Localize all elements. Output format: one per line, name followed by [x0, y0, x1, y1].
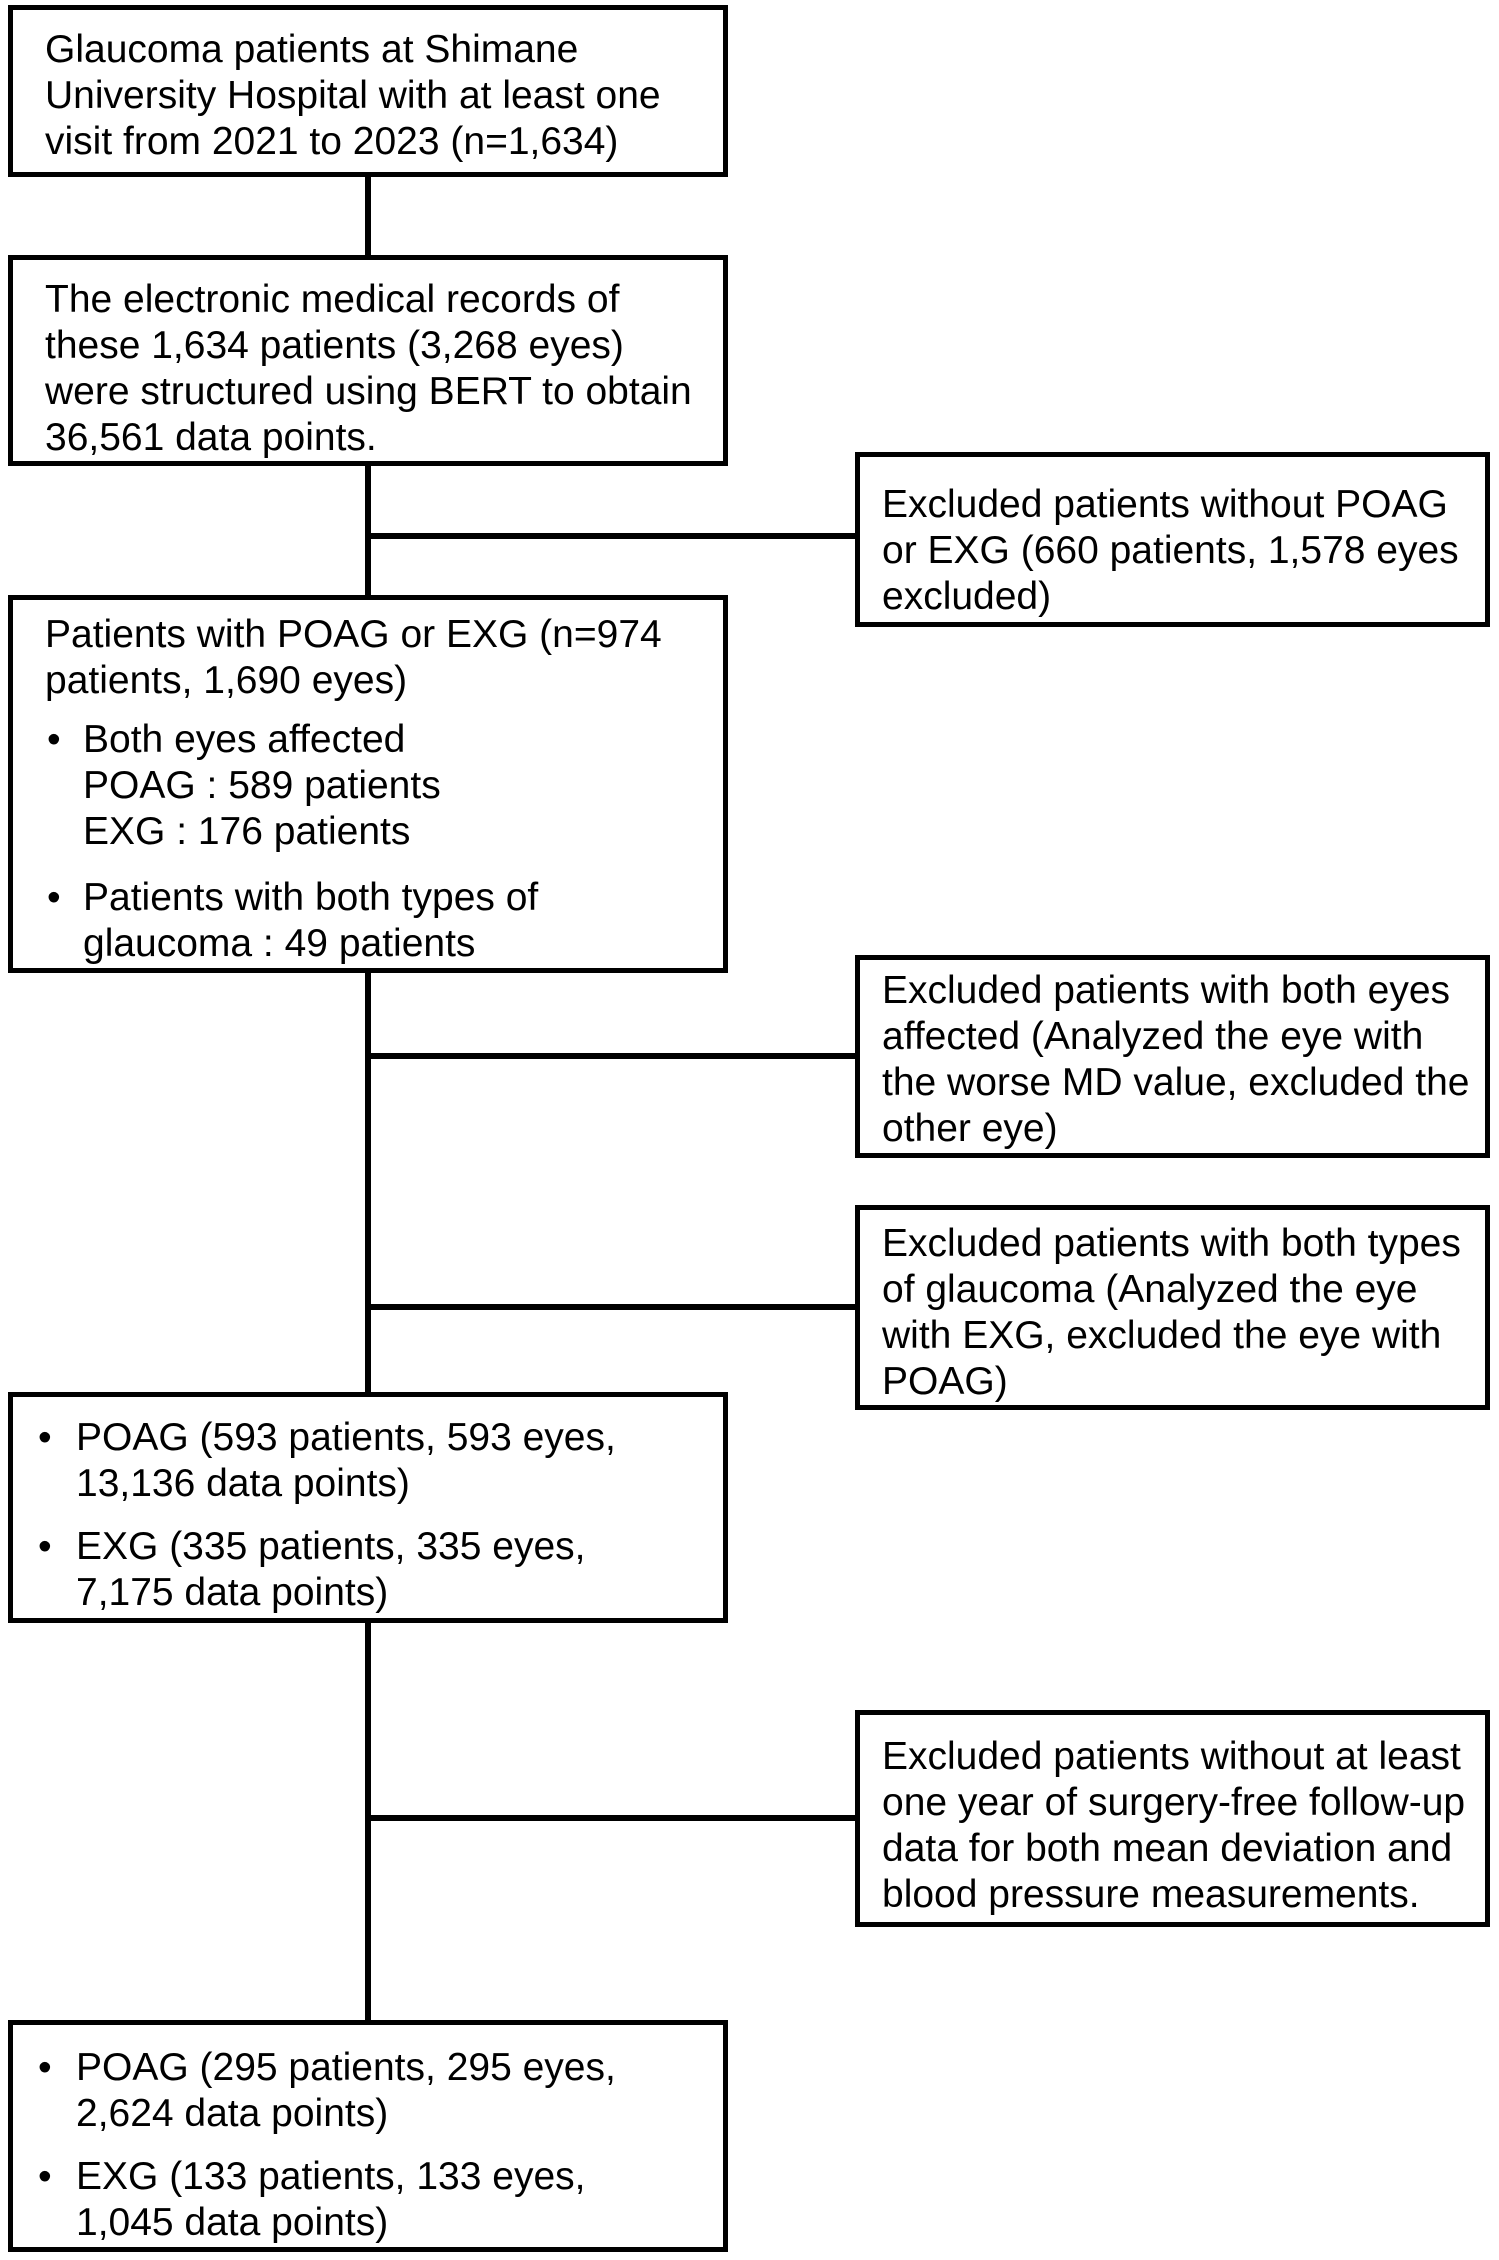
exclusion-2-text: Excluded patients with both eyes affecte…: [882, 969, 1470, 1150]
branch-line-exclusion-2: [365, 1053, 857, 1059]
connector-main-segment-2: [365, 464, 371, 598]
list-item: • Patients with both types of glaucoma :…: [47, 875, 703, 967]
poag-final-text: POAG (295 patients, 295 eyes, 2,624 data…: [76, 2046, 616, 2135]
list-item: • EXG (335 patients, 335 eyes, 7,175 dat…: [38, 1524, 703, 1616]
exclusion-1-text: Excluded patients without POAG or EXG (6…: [882, 483, 1459, 618]
bullet-icon: •: [38, 2155, 52, 2198]
exg-final-text: EXG (133 patients, 133 eyes, 1,045 data …: [76, 2155, 586, 2244]
exclusion-box-insufficient-followup: Excluded patients without at least one y…: [855, 1710, 1490, 1927]
branch-line-exclusion-3: [365, 1304, 857, 1310]
exclusion-box-non-poag-exg: Excluded patients without POAG or EXG (6…: [855, 452, 1490, 627]
bullet-icon: •: [47, 876, 61, 919]
list-item: • POAG (593 patients, 593 eyes, 13,136 d…: [38, 1415, 703, 1507]
flow-box-eligible-eyes: • POAG (593 patients, 593 eyes, 13,136 d…: [8, 1392, 728, 1623]
branch-line-exclusion-4: [365, 1815, 857, 1821]
bullet-icon: •: [38, 2046, 52, 2089]
poag-eligible-text: POAG (593 patients, 593 eyes, 13,136 dat…: [76, 1416, 616, 1505]
both-types-text: Patients with both types of glaucoma : 4…: [83, 876, 539, 965]
list-item: • POAG (295 patients, 295 eyes, 2,624 da…: [38, 2045, 703, 2137]
exclusion-box-both-glaucoma-types: Excluded patients with both types of gla…: [855, 1205, 1490, 1410]
flow-box-initial-cohort: Glaucoma patients at Shimane University …: [8, 5, 728, 177]
list-item: • EXG (133 patients, 133 eyes, 1,045 dat…: [38, 2154, 703, 2246]
exclusion-box-both-eyes-affected: Excluded patients with both eyes affecte…: [855, 955, 1490, 1158]
final-cohort-bullet-list: • POAG (295 patients, 295 eyes, 2,624 da…: [38, 2045, 703, 2246]
bullet-icon: •: [38, 1416, 52, 1459]
poag-exg-bullet-list: • Both eyes affected POAG : 589 patients…: [45, 717, 703, 967]
eligible-eyes-bullet-list: • POAG (593 patients, 593 eyes, 13,136 d…: [38, 1415, 703, 1616]
exclusion-3-text: Excluded patients with both types of gla…: [882, 1222, 1461, 1403]
connector-main-segment-1: [365, 175, 371, 259]
exg-eligible-text: EXG (335 patients, 335 eyes, 7,175 data …: [76, 1525, 586, 1614]
both-eyes-affected-text: Both eyes affected POAG : 589 patients E…: [83, 718, 441, 853]
bullet-icon: •: [38, 1525, 52, 1568]
connector-main-segment-4: [365, 1621, 371, 2023]
poag-exg-heading: Patients with POAG or EXG (n=974 patient…: [45, 613, 662, 702]
bullet-icon: •: [47, 718, 61, 761]
branch-line-exclusion-1: [365, 533, 857, 539]
exclusion-4-text: Excluded patients without at least one y…: [882, 1735, 1466, 1916]
initial-cohort-text: Glaucoma patients at Shimane University …: [45, 28, 661, 163]
flow-box-final-cohort: • POAG (295 patients, 295 eyes, 2,624 da…: [8, 2020, 728, 2252]
bert-structuring-text: The electronic medical records of these …: [45, 278, 692, 459]
connector-main-segment-3: [365, 971, 371, 1395]
flow-box-poag-exg-cohort: Patients with POAG or EXG (n=974 patient…: [8, 595, 728, 973]
flow-box-bert-structuring: The electronic medical records of these …: [8, 255, 728, 466]
list-item: • Both eyes affected POAG : 589 patients…: [47, 717, 703, 855]
